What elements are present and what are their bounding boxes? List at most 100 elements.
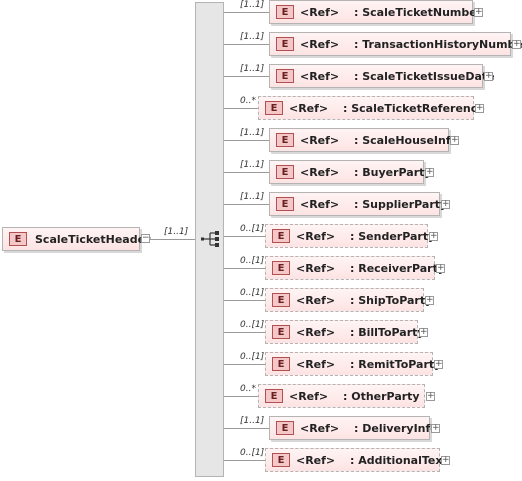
child-connector-line <box>224 108 258 109</box>
sequence-compositor-icon[interactable] <box>201 230 221 248</box>
root-collapse-toggle[interactable]: − <box>141 233 150 243</box>
child-cardinality: [1..1] <box>240 416 265 426</box>
child-expand-toggle[interactable]: + <box>431 423 440 433</box>
child-element-name: : ScaleTicketIssueDate <box>354 69 495 83</box>
child-cardinality: 0..[1] <box>240 224 265 234</box>
child-expand-toggle[interactable]: + <box>436 263 445 273</box>
child-element-name: : SupplierParty <box>354 197 448 211</box>
child-connector-line <box>224 300 265 301</box>
element-icon: E <box>272 325 290 339</box>
child-cardinality: 0..[1] <box>240 448 265 458</box>
child-element-name: : ScaleHouseInfo <box>354 133 459 147</box>
child-connector-line <box>224 204 269 205</box>
ref-label: <Ref> <box>300 165 340 179</box>
element-icon: E <box>9 232 27 246</box>
child-expand-toggle[interactable]: + <box>425 167 434 177</box>
child-element-box[interactable]: E <Ref> : ReceiverParty <box>265 256 445 280</box>
child-cardinality: [1..1] <box>240 64 265 74</box>
child-cardinality: 0..* <box>240 96 256 106</box>
child-expand-toggle[interactable]: + <box>441 455 450 465</box>
element-icon: E <box>276 133 294 147</box>
root-cardinality: [1..1] <box>164 227 189 237</box>
ref-label: <Ref> <box>296 293 336 307</box>
ref-label: <Ref> <box>289 101 329 115</box>
child-element-box[interactable]: E <Ref> : BuyerParty <box>269 160 432 184</box>
ref-label: <Ref> <box>296 357 336 371</box>
child-cardinality: 0..[1] <box>240 352 265 362</box>
child-cardinality: 0..[1] <box>240 320 265 330</box>
child-element-name: : RemitToParty <box>350 357 442 371</box>
ref-label: <Ref> <box>296 453 336 467</box>
child-connector-line <box>224 396 258 397</box>
element-icon: E <box>272 229 290 243</box>
child-element-name: : ShipToParty <box>350 293 433 307</box>
child-element-name: : ScaleTicketNumber <box>354 5 483 19</box>
child-element-box[interactable]: E <Ref> : ScaleTicketReference <box>258 96 485 120</box>
child-element-box[interactable]: E<Ref>: OtherParty <box>258 384 425 408</box>
child-connector-line <box>224 76 269 77</box>
child-expand-toggle[interactable]: + <box>434 359 443 369</box>
ref-label: <Ref> <box>296 229 336 243</box>
child-element-box[interactable]: E<Ref>: TransactionHistoryNumber <box>269 32 522 56</box>
ref-label: <Ref> <box>296 325 336 339</box>
element-icon: E <box>276 421 294 435</box>
child-element-box[interactable]: E <Ref> : DeliveryInfo <box>269 416 438 440</box>
root-element-name: ScaleTicketHeader <box>35 232 151 246</box>
ref-label: <Ref> <box>300 5 340 19</box>
child-connector-line <box>224 332 265 333</box>
child-expand-toggle[interactable]: + <box>484 71 493 81</box>
child-element-box[interactable]: E <Ref> : ScaleHouseInfo <box>269 128 458 152</box>
child-cardinality: 0..* <box>240 384 256 394</box>
root-element-box[interactable]: E ScaleTicketHeader <box>2 227 150 251</box>
child-element-box[interactable]: E<Ref>: SupplierParty <box>269 192 447 216</box>
child-connector-line <box>224 140 269 141</box>
child-cardinality: [1..1] <box>240 192 265 202</box>
element-icon: E <box>276 69 294 83</box>
ref-label: <Ref> <box>300 133 340 147</box>
child-expand-toggle[interactable]: + <box>441 199 450 209</box>
element-icon: E <box>272 293 290 307</box>
child-element-name: : BuyerParty <box>354 165 432 179</box>
child-expand-toggle[interactable]: + <box>425 295 434 305</box>
child-cardinality: [1..1] <box>240 0 265 10</box>
child-element-name: : ScaleTicketReference <box>343 101 485 115</box>
element-icon: E <box>276 5 294 19</box>
child-element-box[interactable]: E<Ref>: RemitToParty <box>265 352 441 376</box>
child-cardinality: [1..1] <box>240 160 265 170</box>
ref-label: <Ref> <box>300 197 340 211</box>
child-cardinality: [1..1] <box>240 128 265 138</box>
child-expand-toggle[interactable]: + <box>512 39 521 49</box>
child-expand-toggle[interactable]: + <box>450 135 459 145</box>
child-cardinality: 0..[1] <box>240 256 265 266</box>
child-expand-toggle[interactable]: + <box>426 391 435 401</box>
child-element-box[interactable]: E<Ref>: ScaleTicketIssueDate <box>269 64 495 88</box>
child-element-name: : AdditionalText <box>350 453 448 467</box>
child-connector-line <box>224 268 265 269</box>
child-connector-line <box>224 428 269 429</box>
child-element-box[interactable]: E <Ref> : ScaleTicketNumber <box>269 0 482 24</box>
element-icon: E <box>276 165 294 179</box>
child-element-box[interactable]: E <Ref> : ShipToParty <box>265 288 432 312</box>
child-element-name: : OtherParty <box>343 389 420 403</box>
child-expand-toggle[interactable]: + <box>474 7 483 17</box>
child-element-name: : SenderParty <box>350 229 436 243</box>
element-icon: E <box>272 261 290 275</box>
ref-label: <Ref> <box>300 421 340 435</box>
child-element-name: : DeliveryInfo <box>354 421 438 435</box>
child-element-name: : ReceiverParty <box>350 261 446 275</box>
child-connector-line <box>224 44 269 45</box>
child-expand-toggle[interactable]: + <box>429 231 438 241</box>
element-icon: E <box>265 101 283 115</box>
child-element-name: : TransactionHistoryNumber <box>354 37 522 51</box>
root-connector-line <box>150 239 196 240</box>
child-expand-toggle[interactable]: + <box>419 327 428 337</box>
ref-label: <Ref> <box>296 261 336 275</box>
child-connector-line <box>224 236 265 237</box>
ref-label: <Ref> <box>289 389 329 403</box>
child-expand-toggle[interactable]: + <box>475 103 484 113</box>
child-cardinality: 0..[1] <box>240 288 265 298</box>
child-element-box[interactable]: E <Ref> : SenderParty <box>265 224 435 248</box>
child-connector-line <box>224 12 269 13</box>
child-element-box[interactable]: E<Ref>: BillToParty <box>265 320 425 344</box>
child-element-box[interactable]: E<Ref>: AdditionalText <box>265 448 448 472</box>
